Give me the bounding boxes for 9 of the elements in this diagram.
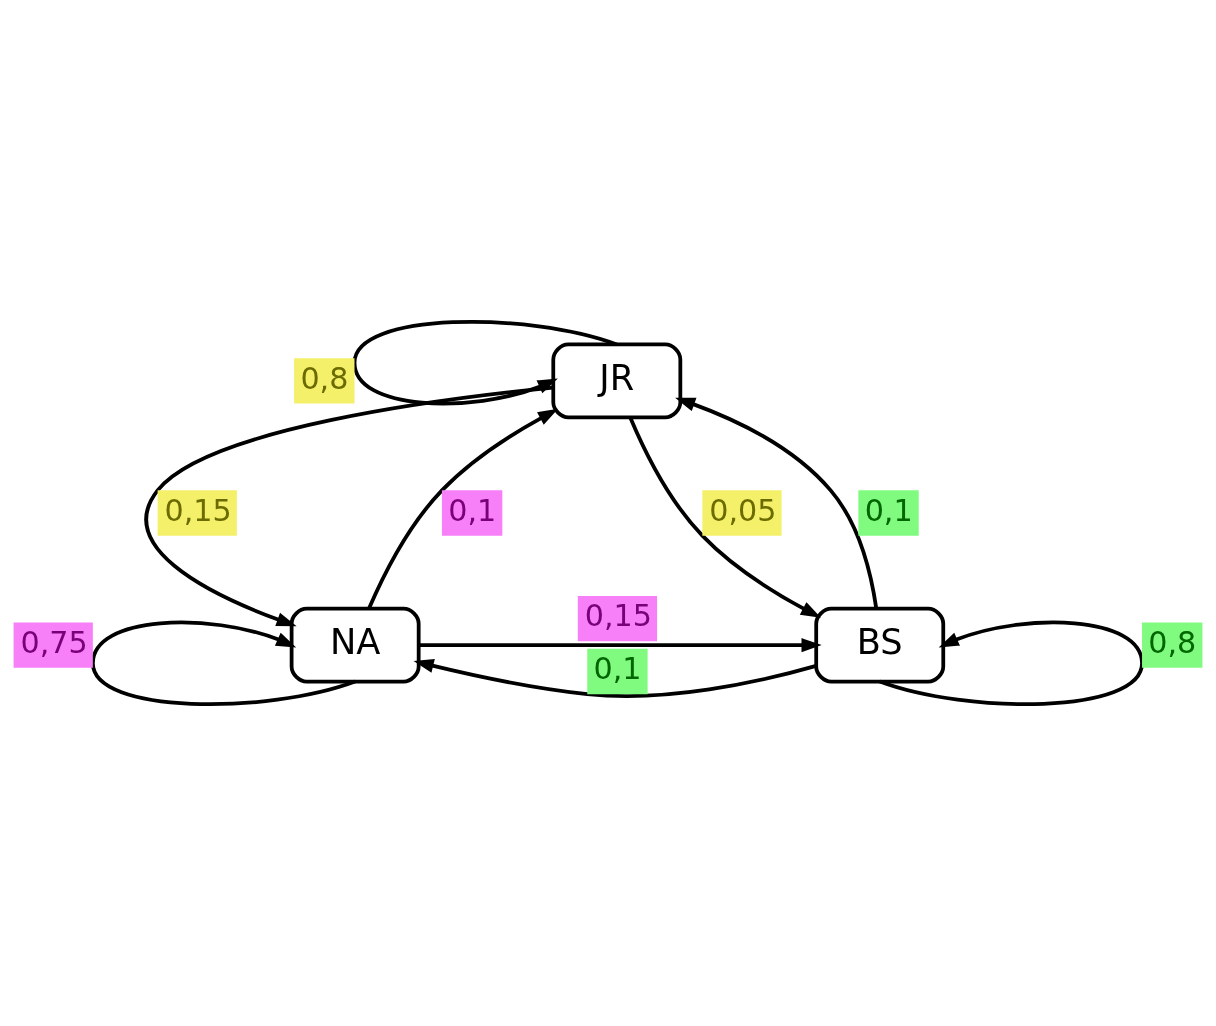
edge-label: 0,8 xyxy=(1148,624,1197,660)
edge-label: 0,1 xyxy=(864,492,913,528)
edge-label: 0,8 xyxy=(300,360,349,396)
edge-label: 0,05 xyxy=(709,492,777,528)
edge-label: 0,1 xyxy=(448,492,497,528)
edge-label: 0,15 xyxy=(584,598,652,634)
edge-label: 0,15 xyxy=(164,492,232,528)
edge-label: 0,1 xyxy=(593,651,642,687)
edge-label: 0,75 xyxy=(20,624,88,660)
